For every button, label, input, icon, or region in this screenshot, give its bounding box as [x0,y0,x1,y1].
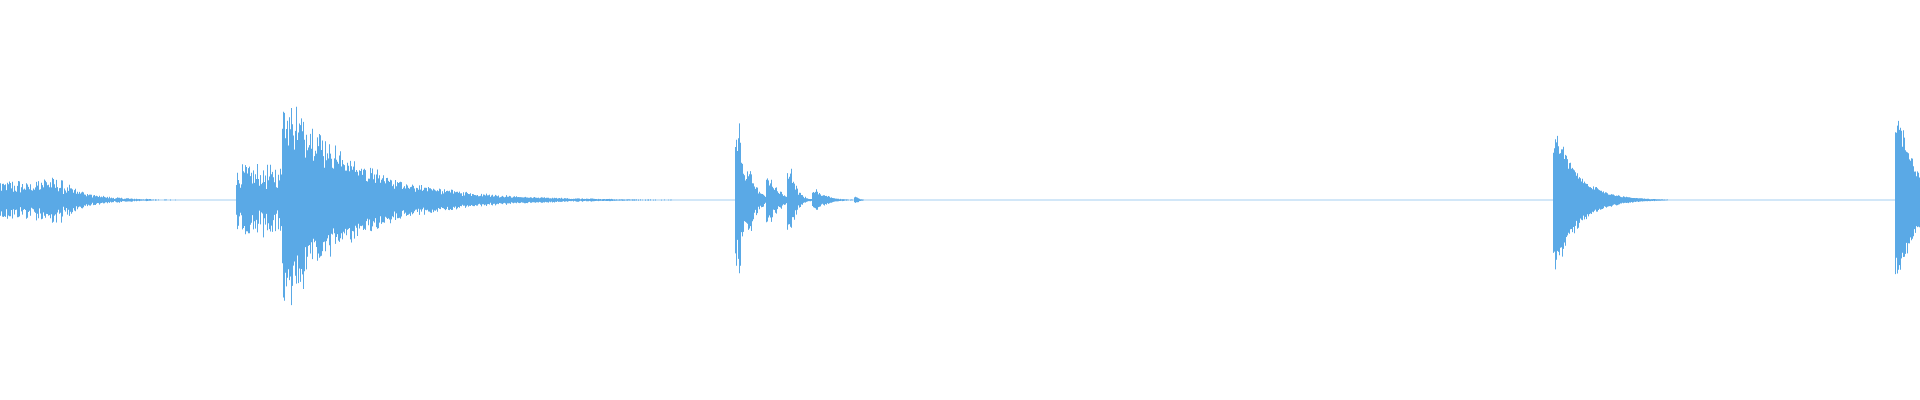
waveform-signal [0,106,1920,306]
